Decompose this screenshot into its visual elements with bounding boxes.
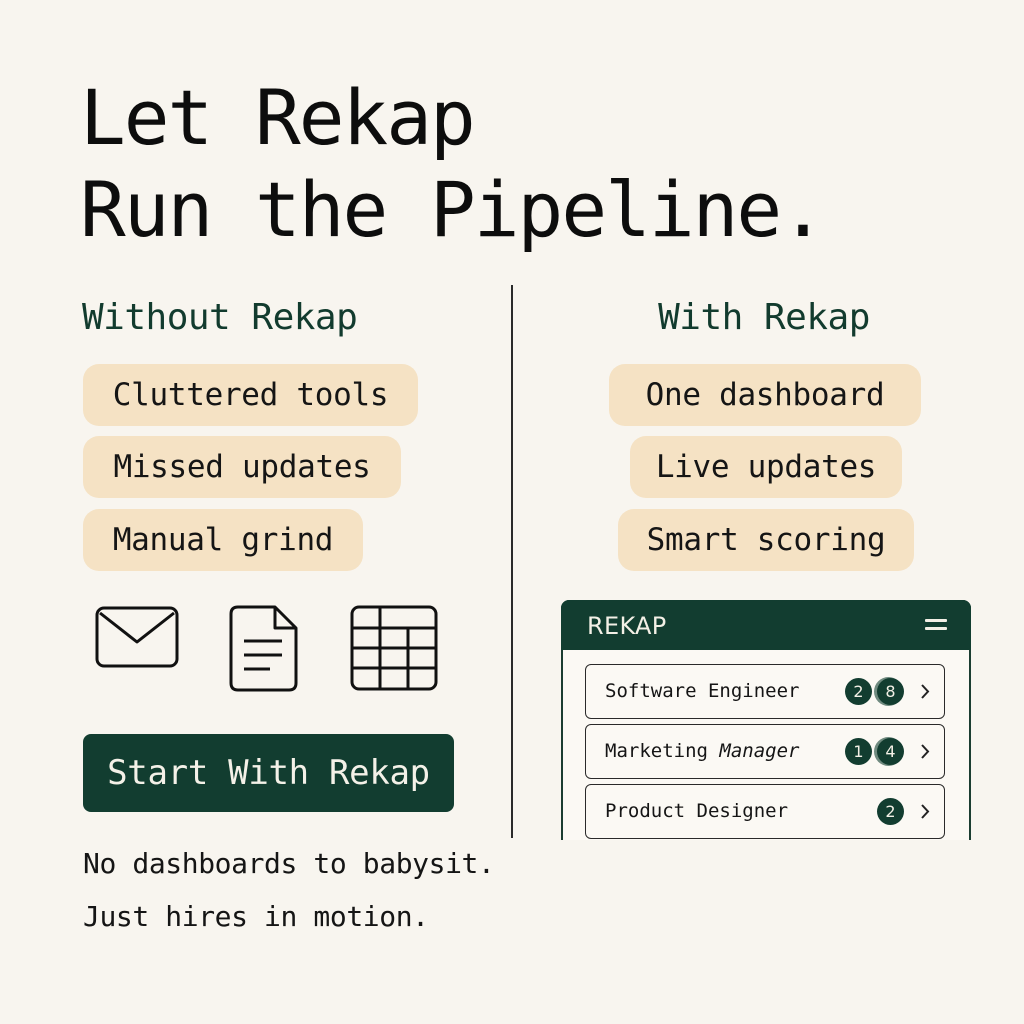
column-divider — [511, 285, 513, 838]
app-header: REKAP — [561, 600, 971, 650]
headline-line-2: Run the Pipeline. — [80, 165, 826, 254]
without-item-cluttered-tools: Cluttered tools — [83, 364, 418, 426]
chevron-right-icon — [921, 744, 930, 759]
spreadsheet-icon — [350, 605, 438, 691]
with-item-live-updates: Live updates — [630, 436, 902, 498]
count-badge: 8 — [877, 678, 904, 705]
tagline-line-1: No dashboards to babysit. — [83, 847, 495, 880]
role-label: Product Designer — [605, 800, 789, 822]
with-item-smart-scoring: Smart scoring — [618, 509, 914, 571]
count-badge: 1 — [845, 738, 872, 765]
tagline-line-2: Just hires in motion. — [83, 900, 429, 933]
role-label: Marketing Manager — [605, 740, 800, 762]
role-row-product-designer[interactable]: Product Designer 2 — [585, 784, 945, 839]
start-with-rekap-button[interactable]: Start With Rekap — [83, 734, 454, 812]
hamburger-menu-icon[interactable] — [925, 619, 947, 631]
with-title: With Rekap — [658, 297, 870, 338]
role-label: Software Engineer — [605, 680, 800, 702]
chevron-right-icon — [921, 804, 930, 819]
with-item-one-dashboard: One dashboard — [609, 364, 921, 426]
app-title: REKAP — [587, 612, 667, 640]
without-item-missed-updates: Missed updates — [83, 436, 401, 498]
document-icon — [229, 605, 298, 692]
count-badge: 2 — [877, 798, 904, 825]
role-row-marketing-manager[interactable]: Marketing Manager 1 4 — [585, 724, 945, 779]
chevron-right-icon — [921, 684, 930, 699]
without-item-manual-grind: Manual grind — [83, 509, 363, 571]
count-badge: 4 — [877, 738, 904, 765]
headline-line-1: Let Rekap — [80, 73, 476, 162]
count-badge: 2 — [845, 678, 872, 705]
rekap-app-preview: REKAP Software Engineer 2 8 Marketing Ma… — [561, 600, 971, 840]
without-title: Without Rekap — [82, 297, 358, 338]
role-row-software-engineer[interactable]: Software Engineer 2 8 — [585, 664, 945, 719]
envelope-icon — [95, 606, 179, 668]
headline: Let Rekap Run the Pipeline. — [80, 72, 826, 256]
